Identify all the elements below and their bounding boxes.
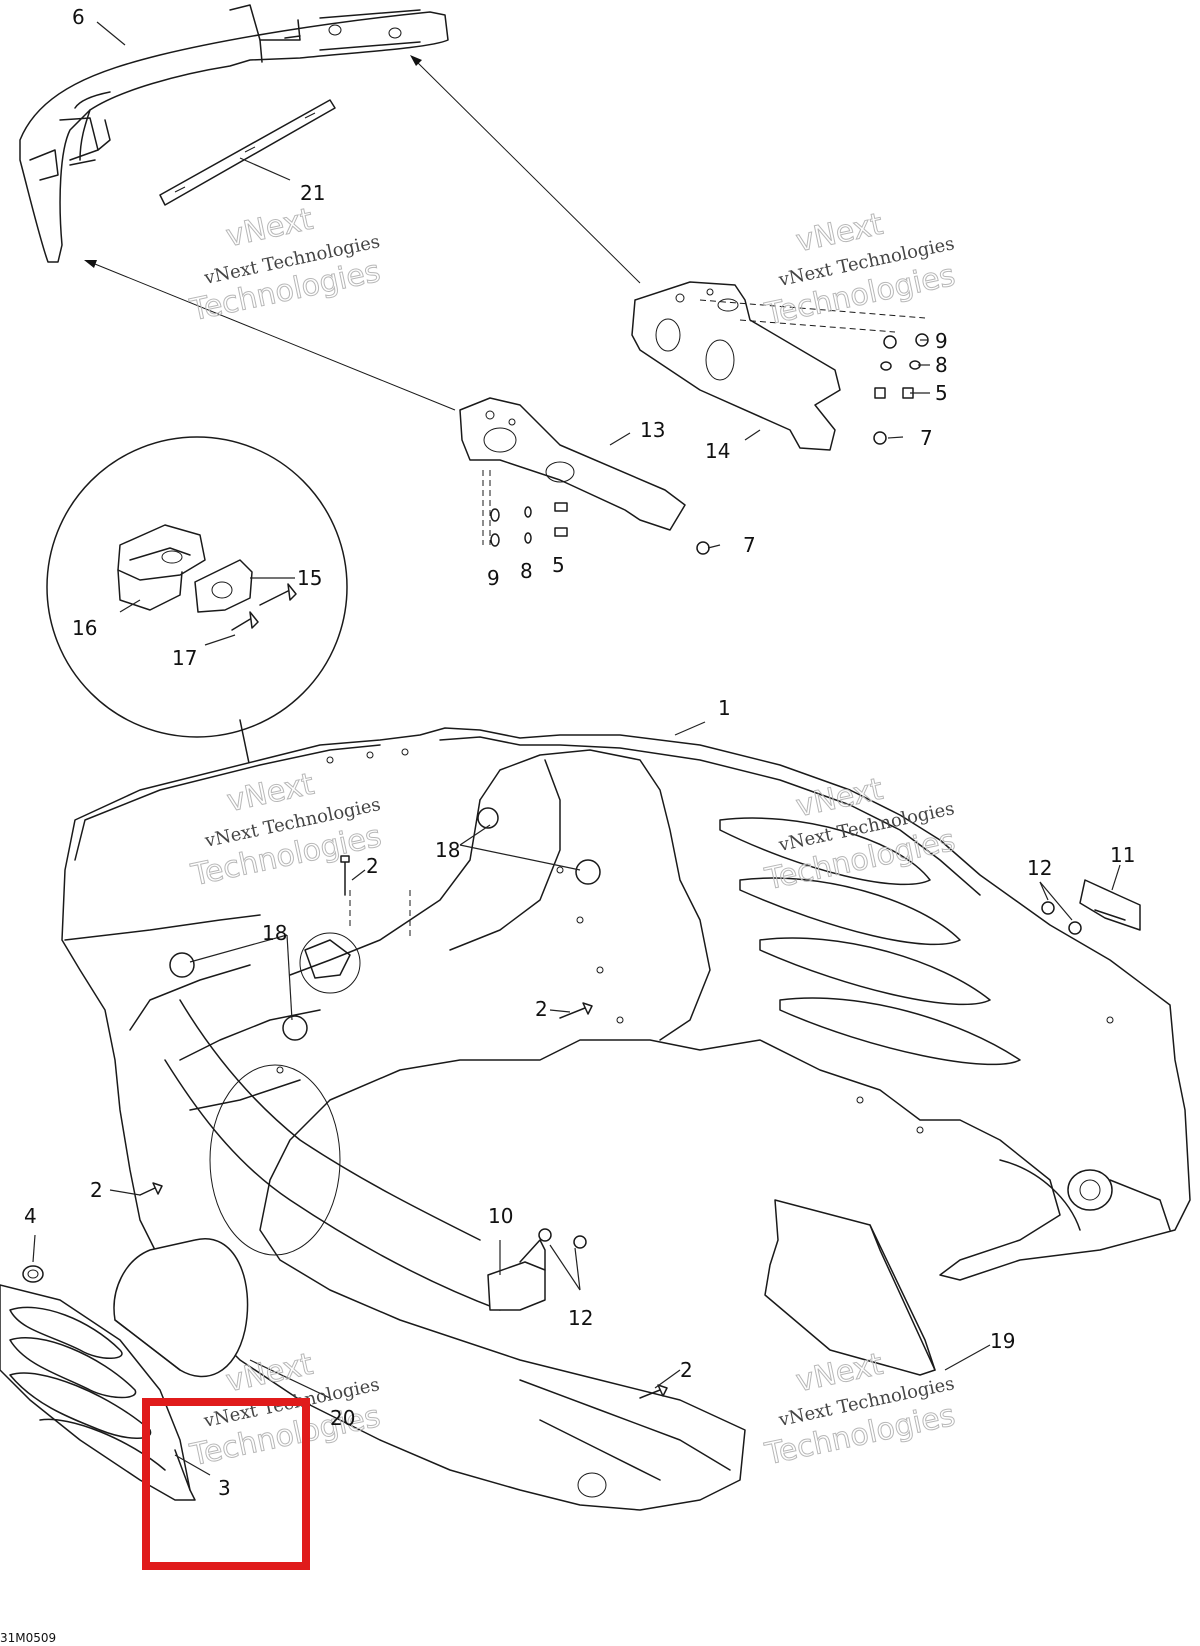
label-part-19: 19: [990, 1329, 1015, 1353]
label-part-14: 14: [705, 439, 730, 463]
part-6-rear-bumper: [19, 4, 449, 263]
hardware-14: [873, 333, 929, 445]
assembly-arrows: [84, 55, 641, 411]
label-part-12-bottom: 12: [568, 1306, 593, 1330]
label-part-5-center: 5: [552, 553, 565, 577]
label-part-2-left: 2: [90, 1178, 103, 1202]
highlight-box: [142, 1398, 310, 1570]
label-part-8-right: 8: [935, 353, 948, 377]
label-part-20: 20: [330, 1406, 355, 1430]
label-part-10: 10: [488, 1204, 513, 1228]
label-part-7-right: 7: [920, 426, 933, 450]
label-part-17: 17: [172, 646, 197, 670]
label-part-11: 11: [1110, 843, 1135, 867]
part-1-hood: [61, 727, 1191, 1511]
label-part-8-center: 8: [520, 559, 533, 583]
label-part-5-right: 5: [935, 381, 948, 405]
part-14-bracket: [631, 281, 926, 451]
hardware-13: [490, 502, 710, 555]
detail-circle: [46, 436, 348, 961]
label-part-18-left: 18: [262, 921, 287, 945]
label-part-3: 3: [218, 1476, 231, 1500]
part-19-block: [764, 1199, 936, 1376]
part-4-grommet: [22, 1265, 44, 1283]
label-part-15: 15: [297, 566, 322, 590]
label-part-9-right: 9: [935, 329, 948, 353]
watermark-2: vNext vNext Technologies Technologies: [761, 206, 959, 333]
label-part-2-bottom: 2: [680, 1358, 693, 1382]
label-part-4: 4: [24, 1204, 37, 1228]
label-part-18-top: 18: [435, 838, 460, 862]
screws-part-2: [139, 855, 668, 1399]
part-20-round-cover: [113, 1237, 249, 1378]
part-11-bracket: [1041, 879, 1141, 935]
callout-leaders: [32, 21, 1121, 1476]
label-part-13: 13: [640, 418, 665, 442]
label-part-2-middle: 2: [535, 997, 548, 1021]
label-part-2-top: 2: [366, 854, 379, 878]
label-part-9-center: 9: [487, 566, 500, 590]
watermark-1: vNext vNext Technologies Technologies: [186, 201, 384, 329]
part-21-strip: [159, 99, 336, 206]
drawing-code: 31M0509: [0, 1631, 56, 1645]
part-13-bracket: [459, 397, 686, 545]
label-part-1: 1: [718, 696, 731, 720]
label-part-6: 6: [72, 5, 85, 29]
label-part-16: 16: [72, 616, 97, 640]
label-part-7-center: 7: [743, 533, 756, 557]
part-10-bracket: [487, 1228, 587, 1311]
label-part-12-right: 12: [1027, 856, 1052, 880]
watermark-6: vNext vNext Technologies Technologies: [761, 1346, 959, 1473]
part-labels: 6 21 9 8 5 7 14 13 7 9 8 5 15 16 17 1 18…: [24, 5, 1135, 1500]
label-part-21: 21: [300, 181, 325, 205]
